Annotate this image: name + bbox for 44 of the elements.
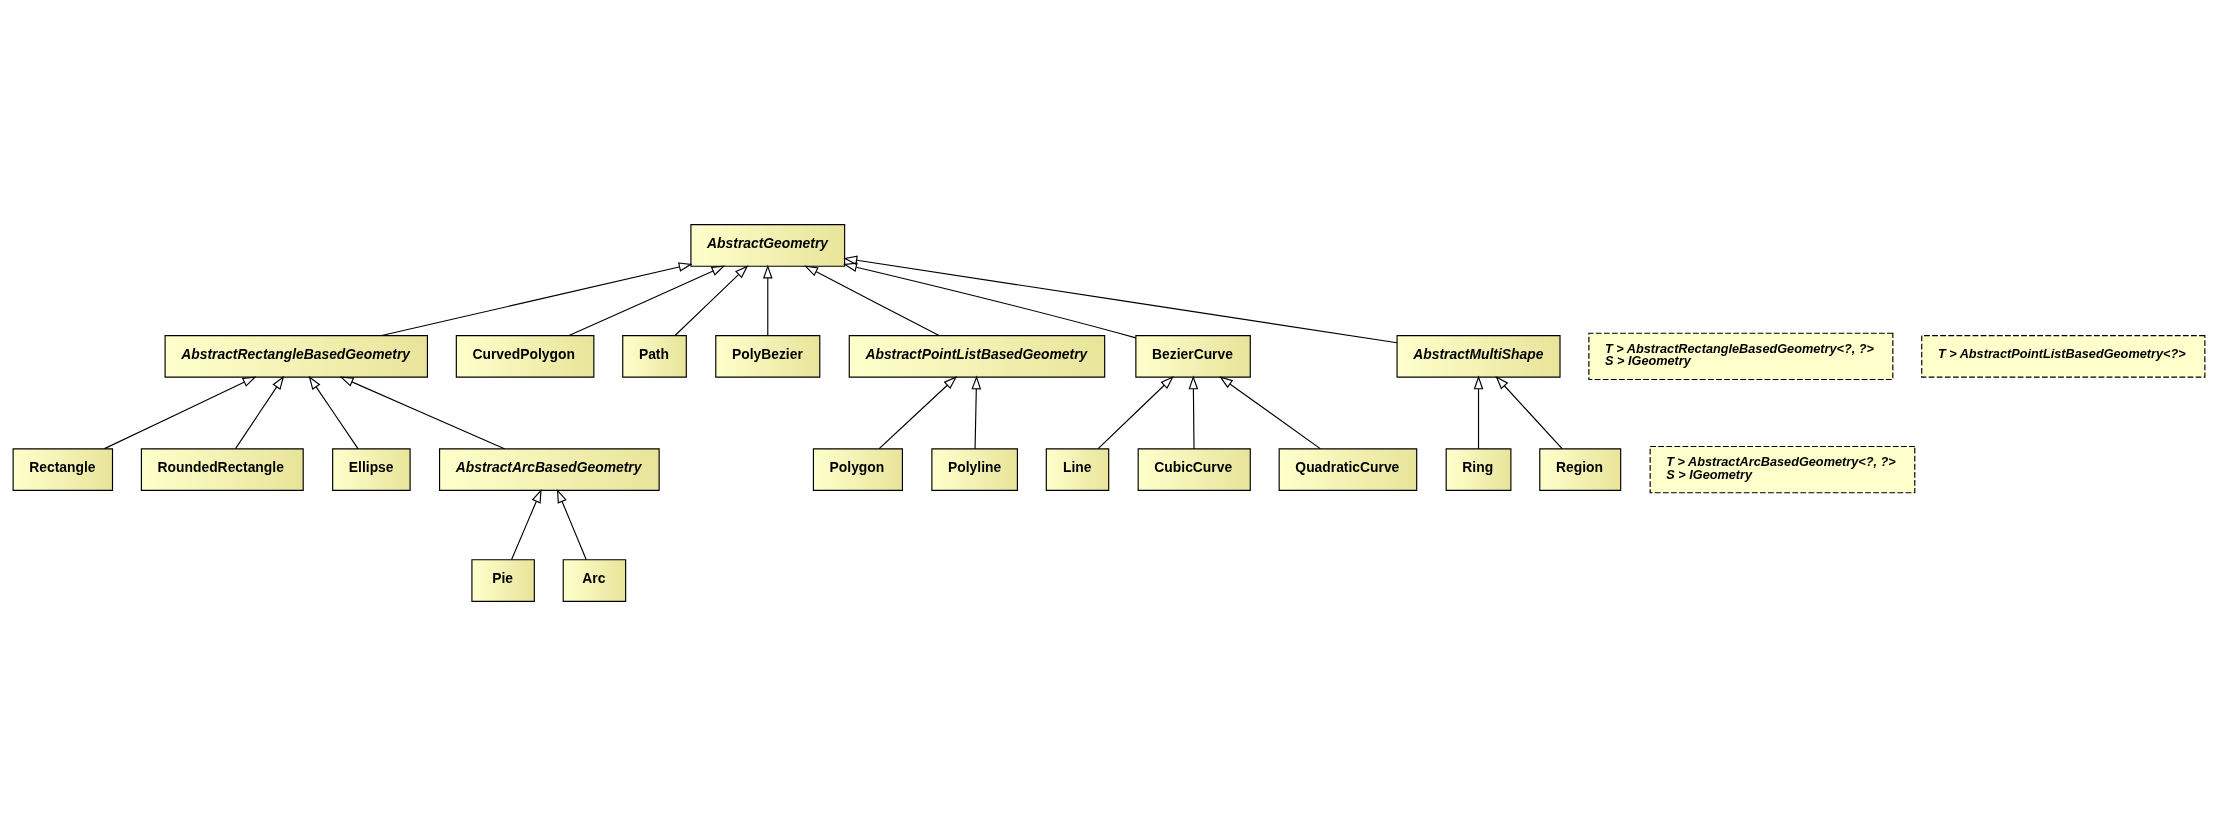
node-box: Path [622, 335, 687, 378]
node-box: CubicCurve [1137, 448, 1251, 491]
arrow [762, 264, 773, 336]
arrow [1219, 376, 1321, 450]
arrow [1495, 375, 1563, 450]
node-box: Arc [562, 559, 627, 602]
node-box: AbstractPointListBasedGeometry [848, 335, 1106, 378]
arrow [843, 255, 1398, 344]
arrow [234, 375, 285, 450]
node-box: Polyline [931, 448, 1018, 491]
arrow [1473, 375, 1484, 450]
arrow [556, 488, 587, 561]
node-box: BezierCurve [1135, 335, 1251, 378]
node-box: Region [1539, 448, 1622, 491]
arrow [1097, 375, 1174, 450]
arrow [971, 375, 982, 450]
node-box: AbstractGeometry [690, 224, 846, 267]
node-box: Ring [1445, 448, 1512, 491]
arrow [381, 262, 693, 337]
node-box: Polygon [812, 448, 903, 491]
node-box: T > AbstractRectangleBasedGeometry<?, ?> S > IGeometry [1588, 332, 1894, 381]
node-box: AbstractArcBasedGeometry [439, 448, 660, 491]
arrow [339, 376, 505, 450]
arrow [843, 262, 1137, 339]
node-box: Rectangle [12, 448, 114, 491]
node-box: PolyBezier [715, 335, 821, 378]
node-box: Pie [471, 559, 535, 602]
arrow [1188, 375, 1199, 450]
arrow [878, 376, 958, 450]
arrow [511, 488, 542, 561]
arrow [674, 265, 749, 336]
arrow [308, 375, 359, 450]
node-box: CurvedPolygon [455, 335, 595, 378]
node-box: T > AbstractPointListBasedGeometry<?> [1921, 335, 2206, 378]
node-box: AbstractMultiShape [1396, 335, 1561, 378]
node-box: Line [1045, 448, 1110, 491]
node-box: AbstractRectangleBasedGeometry [164, 335, 428, 378]
node-box: RoundedRectangle [140, 448, 304, 491]
node-box: QuadraticCurve [1278, 448, 1418, 491]
arrow [103, 376, 257, 450]
node-box: Ellipse [332, 448, 411, 491]
arrow [804, 265, 940, 337]
arrow [568, 265, 726, 337]
node-box: T > AbstractArcBasedGeometry<?, ?> S > IGeometry [1649, 445, 1916, 494]
